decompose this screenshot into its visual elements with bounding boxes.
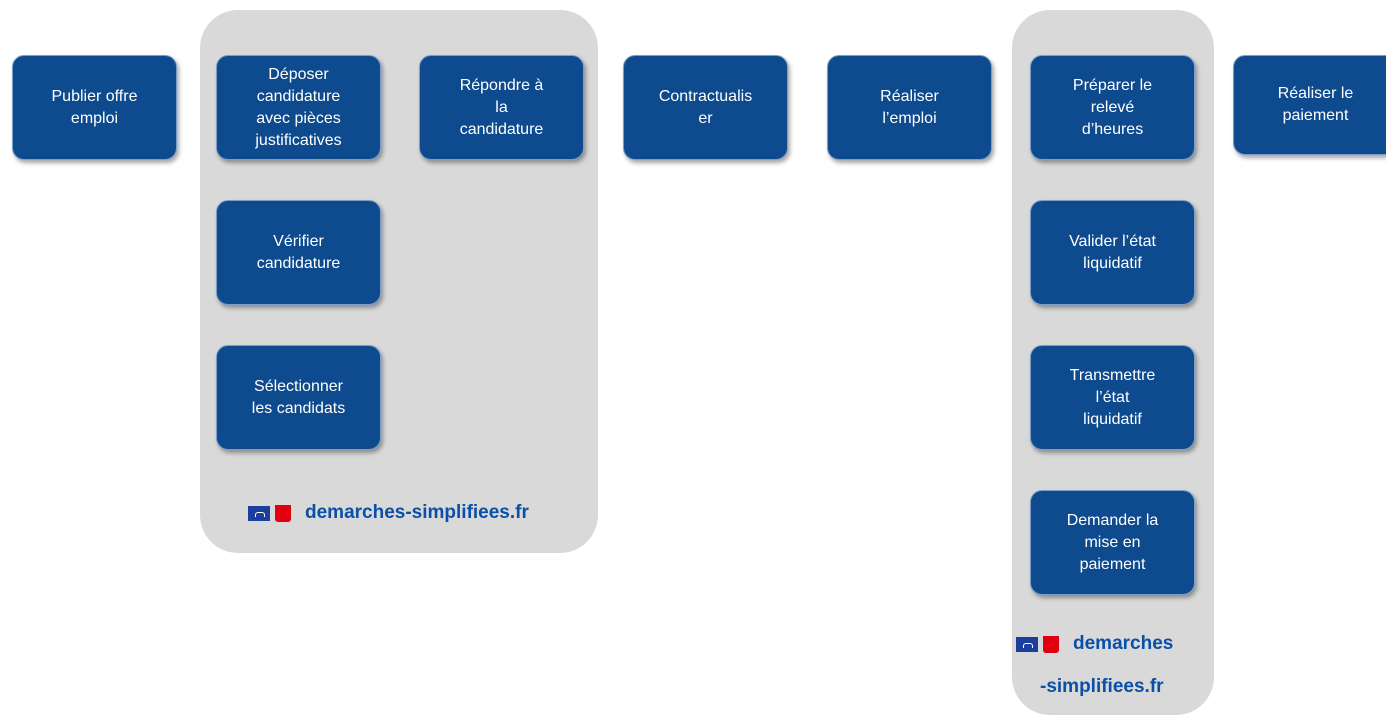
french-flag-icon <box>1016 635 1059 653</box>
french-flag-icon <box>248 504 291 522</box>
step-repondre-candidature: Répondre à la candidature <box>419 55 584 160</box>
step-realiser-emploi: Réaliser l’emploi <box>827 55 992 160</box>
step-valider-etat: Valider l’état liquidatif <box>1030 200 1195 305</box>
brand-text-line1: demarches <box>1073 633 1174 654</box>
step-publier-offre: Publier offre emploi <box>12 55 177 160</box>
brand-text-line2: -simplifiees.fr <box>1040 676 1164 697</box>
step-transmettre-etat: Transmettre l’état liquidatif <box>1030 345 1195 450</box>
step-contractualiser: Contractualis er <box>623 55 788 160</box>
step-preparer-releve: Préparer le relevé d’heures <box>1030 55 1195 160</box>
step-realiser-paiement: Réaliser le paiement <box>1233 55 1386 155</box>
step-deposer-candidature: Déposer candidature avec pièces justific… <box>216 55 381 160</box>
step-demander-paiement: Demander la mise en paiement <box>1030 490 1195 595</box>
brand-text: demarches-simplifiees.fr <box>305 502 529 523</box>
step-selectionner-candidats: Sélectionner les candidats <box>216 345 381 450</box>
brand-logo-group2: demarches <box>1016 633 1173 655</box>
step-verifier-candidature: Vérifier candidature <box>216 200 381 305</box>
brand-logo-group1: demarches-simplifiees.fr <box>248 502 529 524</box>
